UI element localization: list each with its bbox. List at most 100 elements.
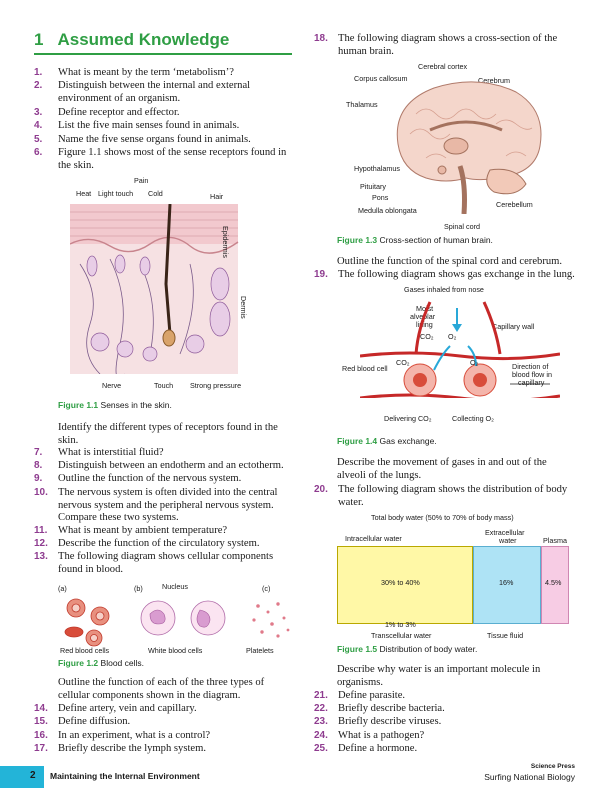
question-7: 7.What is interstitial fluid? xyxy=(34,447,164,458)
caption-figure-1-5: Figure 1.5 Distribution of body water. xyxy=(337,644,478,654)
question-6: 6.Figure 1.1 shows most of the sense rec… xyxy=(34,147,287,171)
label-c: (c) xyxy=(262,584,271,593)
question-18: 18.The following diagram shows a cross-s… xyxy=(314,33,558,57)
section-title: Assumed Knowledge xyxy=(57,30,230,49)
label-nerve: Nerve xyxy=(102,381,122,390)
question-4: 4.List the five main senses found in ani… xyxy=(34,120,240,131)
question-14: 14.Define artery, vein and capillary. xyxy=(34,703,197,714)
question-25: 25.Define a hormone. xyxy=(314,743,418,754)
brain-drawing xyxy=(396,81,542,214)
label-plasma: Plasma xyxy=(543,536,567,545)
section-number: 1 xyxy=(34,30,44,49)
label-pituitary: Pituitary xyxy=(360,182,386,191)
label-intracellular: Intracellular water xyxy=(345,534,402,543)
skin-diagram xyxy=(70,204,239,374)
paragraph-alveoli: Describe the movement of gases in and ou… xyxy=(337,457,547,481)
gas-exchange-drawing xyxy=(360,301,560,398)
question-19: 19.The following diagram shows gas excha… xyxy=(314,269,575,280)
label-strong-pressure: Strong pressure xyxy=(190,381,242,390)
label-callosum: Corpus callosum xyxy=(354,74,408,83)
label-hypothalamus: Hypothalamus xyxy=(354,164,400,173)
label-thalamus: Thalamus xyxy=(346,100,378,109)
question-24: 24.What is a pathogen? xyxy=(314,730,425,741)
blood-cells-drawing xyxy=(64,598,290,647)
plasma-block xyxy=(541,546,569,624)
question-16: 16.In an experiment, what is a control? xyxy=(34,730,211,741)
label-b: (b) xyxy=(134,584,143,593)
page-number: 2 xyxy=(30,770,36,781)
figure-brain: Cerebral cortex Corpus callosum Cerebrum… xyxy=(340,60,576,232)
figure-body-water: Total body water (50% to 70% of body mas… xyxy=(337,512,573,642)
question-3: 3.Define receptor and effector. xyxy=(34,107,180,118)
caption-figure-1-1: Figure 1.1 Senses in the skin. xyxy=(58,400,172,410)
label-dermis: Dermis xyxy=(239,296,248,319)
label-o2-mid: O₂ xyxy=(470,358,479,367)
label-collect: Collecting O₂ xyxy=(452,414,494,423)
caption-figure-1-2: Figure 1.2 Blood cells. xyxy=(58,658,144,668)
caption-figure-1-4: Figure 1.4 Gas exchange. xyxy=(337,436,437,446)
label-pct-trans: 1% to 3% xyxy=(385,620,416,629)
question-10: 10.The nervous system is often divided i… xyxy=(34,487,278,524)
question-11: 11.What is meant by ambient temperature? xyxy=(34,525,228,536)
label-total: Total body water (50% to 70% of body mas… xyxy=(371,513,514,522)
label-touch: Touch xyxy=(154,381,174,390)
question-17: 17.Briefly describe the lymph system. xyxy=(34,743,206,754)
question-2: 2.Distinguish between the internal and e… xyxy=(34,80,251,104)
question-12: 12.Describe the function of the circulat… xyxy=(34,538,260,549)
question-20: 20.The following diagram shows the distr… xyxy=(314,484,568,508)
label-tissue: Tissue fluid xyxy=(487,631,524,640)
question-21: 21.Define parasite. xyxy=(314,690,406,701)
label-cerebrum: Cerebrum xyxy=(478,76,510,85)
label-dir-1: Direction of xyxy=(512,362,549,371)
label-transcellular: Transcellular water xyxy=(371,631,432,640)
question-5: 5.Name the five sense organs found in an… xyxy=(34,134,251,145)
label-cerebellum: Cerebellum xyxy=(496,200,533,209)
question-22: 22.Briefly describe bacteria. xyxy=(314,703,445,714)
label-epidermis: Epidermis xyxy=(221,226,230,258)
label-spinal: Spinal cord xyxy=(444,222,480,231)
label-heat: Heat xyxy=(76,189,92,198)
label-o2-top: O₂ xyxy=(448,332,457,341)
publisher-name: Science Press xyxy=(530,763,575,770)
label-cortex: Cerebral cortex xyxy=(418,62,468,71)
label-co2-top: CO₂ xyxy=(420,332,434,341)
label-pons: Pons xyxy=(372,193,389,202)
label-dir-3: capillary xyxy=(518,378,545,387)
label-moist-3: lining xyxy=(416,320,433,329)
label-nucleus: Nucleus xyxy=(162,582,188,591)
label-pct-intra: 30% to 40% xyxy=(381,578,420,587)
question-13: 13.The following diagram shows cellular … xyxy=(34,551,274,575)
footer-page-tab xyxy=(0,766,44,788)
label-dir-2: blood flow in xyxy=(512,370,552,379)
figure-blood-cells: (a) (b) Nucleus (c) Red blood cells Whit… xyxy=(58,582,292,658)
paragraph-outline: Outline the function of each of the thre… xyxy=(58,677,265,701)
section-heading: 1 Assumed Knowledge xyxy=(34,30,292,55)
label-white-cells: White blood cells xyxy=(148,646,203,655)
question-23: 23.Briefly describe viruses. xyxy=(314,716,442,727)
label-inhaled: Gases inhaled from nose xyxy=(404,285,484,294)
label-extracellular-1: Extracellular xyxy=(485,528,525,537)
paragraph-spinal: Outline the function of the spinal cord … xyxy=(337,256,563,267)
figure-skin-senses: Pain Heat Light touch Cold Hair Epidermi… xyxy=(58,176,268,390)
label-rbc: Red blood cell xyxy=(342,364,388,373)
label-pct-plasma: 4.5% xyxy=(545,578,562,587)
label-co2-mid: CO₂ xyxy=(396,358,410,367)
figure-gas-exchange: Gases inhaled from nose Moist alveolar l… xyxy=(340,284,576,428)
label-moist-1: Moist xyxy=(416,304,434,313)
label-pct-tissue: 16% xyxy=(499,578,514,587)
caption-figure-1-3: Figure 1.3 Cross-section of human brain. xyxy=(337,235,493,245)
label-light-touch: Light touch xyxy=(98,189,134,198)
question-9: 9.Outline the function of the nervous sy… xyxy=(34,473,242,484)
paragraph-identify: Identify the different types of receptor… xyxy=(58,422,278,446)
label-red-cells: Red blood cells xyxy=(60,646,110,655)
chapter-title: Maintaining the Internal Environment xyxy=(50,771,200,781)
intracellular-block xyxy=(337,546,473,624)
paragraph-water: Describe why water is an important molec… xyxy=(337,664,541,688)
label-pain: Pain xyxy=(134,176,149,185)
label-a: (a) xyxy=(58,584,67,593)
label-medulla: Medulla oblongata xyxy=(358,206,417,215)
label-hair: Hair xyxy=(210,192,224,201)
question-1: 1.What is meant by the term ‘metabolism’… xyxy=(34,67,234,78)
book-title: Surfing National Biology xyxy=(484,772,575,782)
label-cold: Cold xyxy=(148,189,163,198)
